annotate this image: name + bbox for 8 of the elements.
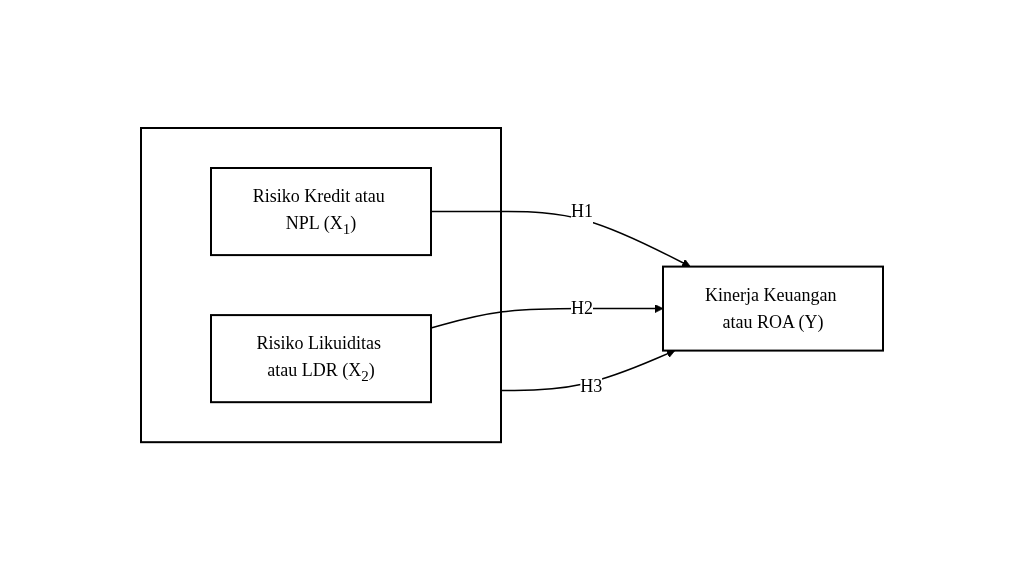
edge-label: H2 [571, 298, 593, 318]
edge-label: H1 [571, 200, 593, 221]
node-box: Kinerja Keuangan atau ROA (Y) [662, 265, 884, 352]
node-box: Risiko Kredit atau NPL (X$_{1}$) [210, 166, 432, 256]
cluster [140, 126, 502, 444]
node-box: Risiko Likuiditas atau LDR (X$_{2}$) [210, 314, 432, 404]
arrow [500, 349, 676, 392]
edge-label: H3 [580, 375, 603, 396]
